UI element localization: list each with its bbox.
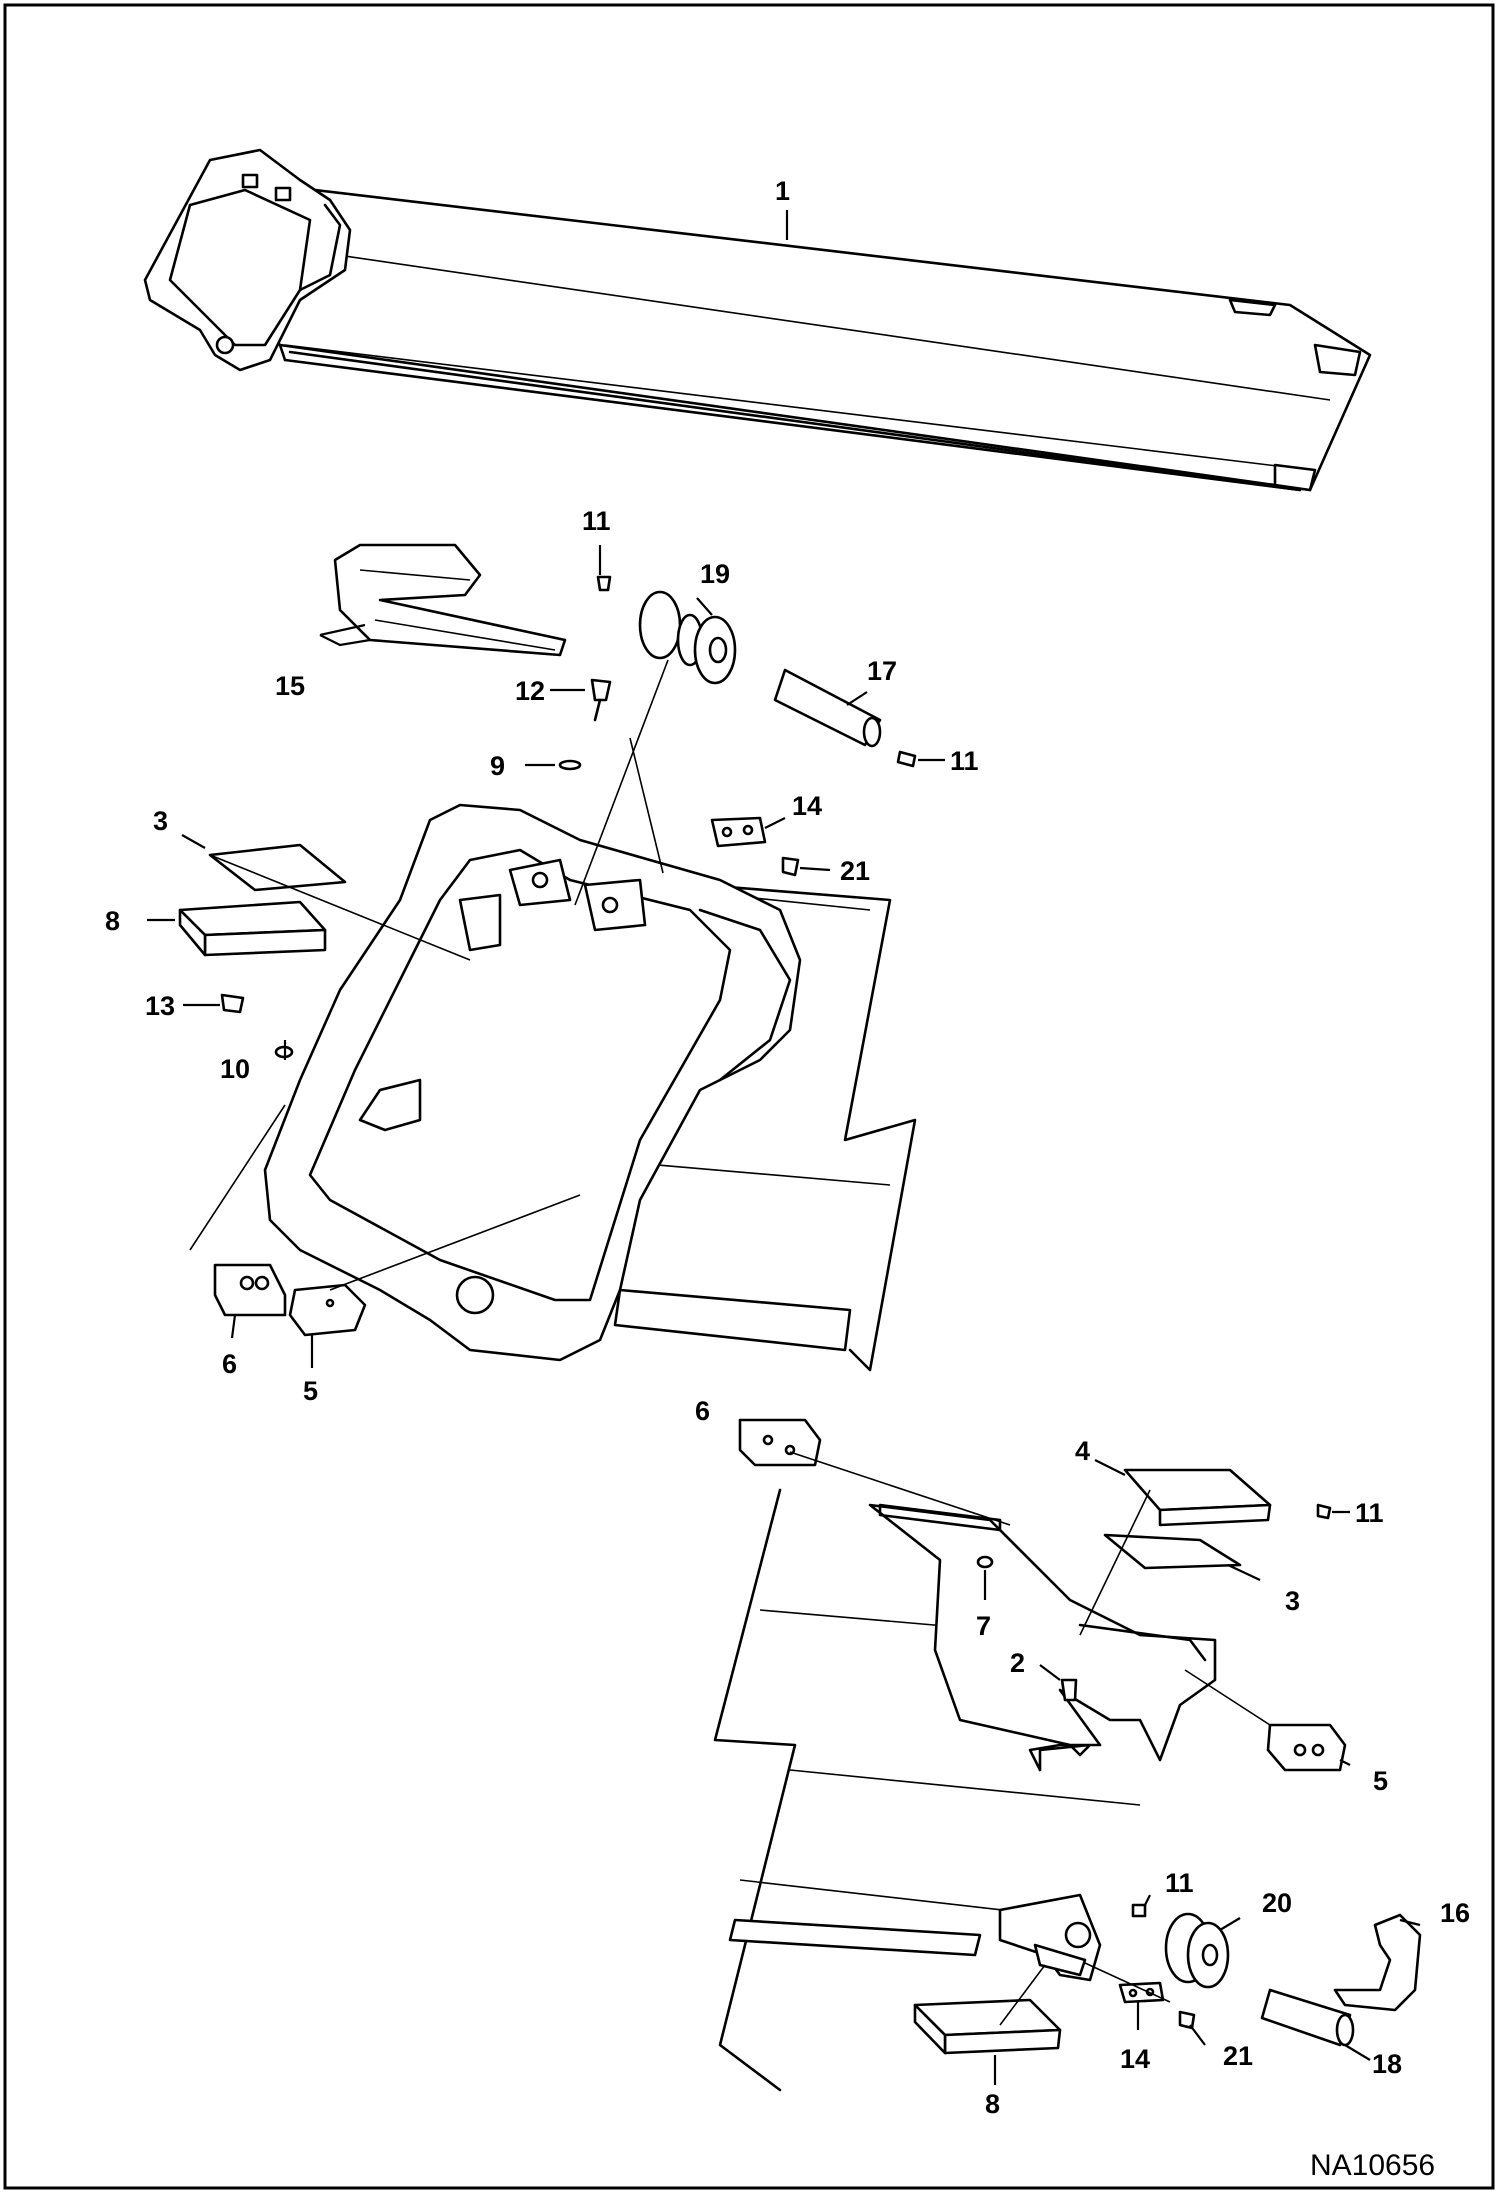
part-11-fitting-b: [596, 575, 612, 592]
part-21-bolt-lower: [1178, 2010, 1196, 2030]
callout-19: 19: [700, 559, 730, 589]
callout-2: 2: [1010, 1648, 1025, 1678]
part-19-roller: [638, 590, 737, 685]
part-6-block-right: [738, 1418, 822, 1467]
part-11-fitting-a: [896, 750, 917, 768]
callout-labels: 1 11 19 17 11 12 9 15 14 21 3 8 13 10 6 …: [105, 176, 1470, 2182]
callout-5-a: 5: [303, 1376, 318, 1406]
part-3-shim-top: [208, 843, 347, 892]
part-12-bolt: [590, 678, 612, 722]
callout-17: 17: [867, 656, 897, 686]
callout-12: 12: [515, 676, 545, 706]
part-4-pad-right: [1123, 1468, 1272, 1527]
part-17-pin: [773, 668, 882, 748]
part-8-pad-lower: [913, 1998, 1062, 2055]
callout-18: 18: [1372, 2049, 1402, 2079]
part-8-pad-top: [178, 900, 327, 957]
part-14-plate-lower: [1118, 1981, 1165, 2004]
callout-15: 15: [275, 671, 305, 701]
rear-end-closeup: [263, 803, 917, 1372]
callout-6-b: 6: [695, 1396, 710, 1426]
front-end-closeup: [713, 1488, 1217, 2092]
part-14-plate-top: [710, 816, 767, 848]
part-11-fitting-d: [1131, 1903, 1147, 1918]
part-5-block-left: [288, 1283, 367, 1337]
part-5-block-right: [1266, 1723, 1347, 1772]
part-11-fitting-c: [1316, 1503, 1332, 1520]
part-3-shim-right: [1103, 1533, 1242, 1570]
part-6-block-left: [213, 1263, 287, 1317]
part-13-screw: [220, 993, 245, 1014]
figure-id: NA10656: [1310, 2149, 1435, 2182]
part-16-guide: [1333, 1913, 1422, 2012]
callout-13: 13: [145, 991, 175, 1021]
part-7-fitting: [976, 1555, 994, 1569]
callout-11-c: 11: [1355, 1498, 1384, 1528]
callout-3-a: 3: [153, 806, 168, 836]
part-2-bolt: [1060, 1678, 1078, 1702]
callout-14-a: 14: [792, 791, 822, 821]
callout-16: 16: [1440, 1898, 1470, 1928]
callout-8-b: 8: [985, 2089, 1000, 2119]
callout-14-b: 14: [1120, 2044, 1150, 2074]
callout-9: 9: [490, 751, 505, 781]
page-border: [3, 3, 1495, 2190]
callout-21-b: 21: [1223, 2041, 1253, 2071]
callout-21-a: 21: [840, 856, 870, 886]
part-20-roller: [1164, 1912, 1230, 1989]
part-21-bolt-top: [781, 856, 800, 877]
callout-6-a: 6: [222, 1349, 237, 1379]
callout-1: 1: [775, 176, 790, 206]
callout-8-a: 8: [105, 906, 120, 936]
callout-5-b: 5: [1373, 1766, 1388, 1796]
extension-tube-assembly: [143, 148, 1372, 492]
callout-20: 20: [1262, 1888, 1292, 1918]
part-9-washer: [558, 759, 582, 771]
callout-7: 7: [976, 1611, 991, 1641]
part-15-guide: [333, 543, 567, 657]
leader-lines: [147, 210, 1421, 2085]
callout-3-b: 3: [1285, 1586, 1300, 1616]
callout-4: 4: [1075, 1436, 1090, 1466]
callout-10: 10: [220, 1054, 250, 1084]
callout-11-a: 11: [582, 506, 611, 536]
callout-11-d: 11: [1165, 1868, 1194, 1898]
callout-11-b: 11: [950, 746, 979, 776]
part-18-pin: [1260, 1988, 1355, 2047]
